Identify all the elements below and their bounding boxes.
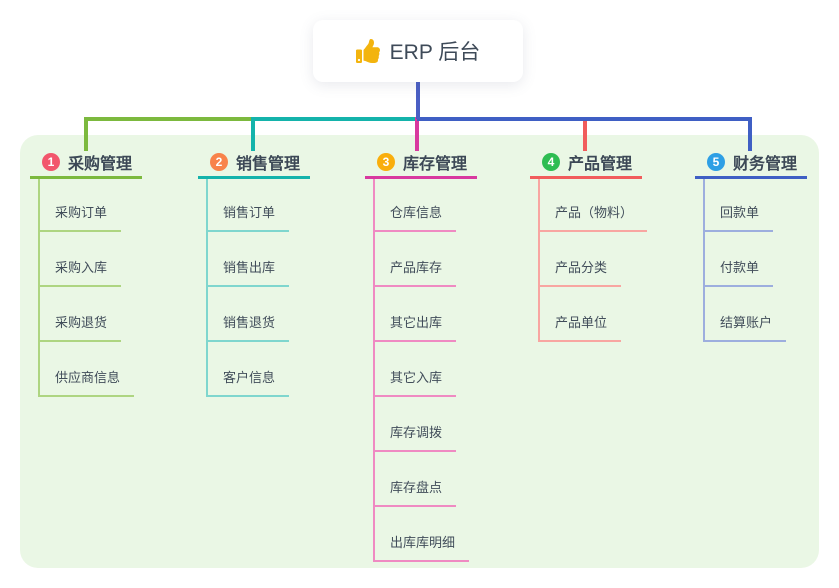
child-node[interactable]: 产品分类 <box>538 234 622 287</box>
branch-label: 产品管理 <box>568 156 633 173</box>
branch-number-badge: 4 <box>542 153 560 171</box>
child-node[interactable]: 产品库存 <box>373 234 457 287</box>
branch-number-badge: 5 <box>707 153 725 171</box>
branch-number-badge: 2 <box>210 153 228 171</box>
child-node[interactable]: 采购入库 <box>38 234 122 287</box>
child-node[interactable]: 结算账户 <box>703 289 787 342</box>
child-node[interactable]: 销售退货 <box>206 289 290 342</box>
branch-number-badge: 3 <box>377 153 395 171</box>
child-node[interactable]: 客户信息 <box>206 344 290 397</box>
branch-node-sales[interactable]: 2 销售管理 <box>198 151 311 179</box>
branch-label: 库存管理 <box>403 156 468 173</box>
child-node[interactable]: 其它入库 <box>373 344 457 397</box>
branch-node-inventory[interactable]: 3 库存管理 <box>365 151 478 179</box>
child-node[interactable]: 其它出库 <box>373 289 457 342</box>
branches-panel <box>20 135 819 568</box>
connector-segment <box>251 117 421 121</box>
branch-label: 财务管理 <box>733 156 798 173</box>
branch-label: 采购管理 <box>68 156 133 173</box>
child-node[interactable]: 销售订单 <box>206 179 290 232</box>
child-node[interactable]: 库存盘点 <box>373 454 457 507</box>
root-node[interactable]: ERP 后台 <box>313 20 523 82</box>
branch-node-purchase[interactable]: 1 采购管理 <box>30 151 143 179</box>
thumbs-up-icon <box>355 39 380 63</box>
child-node[interactable]: 采购订单 <box>38 179 122 232</box>
branch-node-product[interactable]: 4 产品管理 <box>530 151 643 179</box>
connector-segment <box>748 117 752 151</box>
connector-segment <box>84 117 88 151</box>
child-node[interactable]: 销售出库 <box>206 234 290 287</box>
connector-segment <box>417 117 752 121</box>
branch-number-badge: 1 <box>42 153 60 171</box>
root-connector-line <box>416 82 420 119</box>
connector-segment <box>583 117 587 151</box>
child-node[interactable]: 回款单 <box>703 179 774 232</box>
branch-label: 销售管理 <box>236 156 301 173</box>
child-node[interactable]: 产品（物料） <box>538 179 648 232</box>
child-node[interactable]: 库存调拨 <box>373 399 457 452</box>
child-node[interactable]: 采购退货 <box>38 289 122 342</box>
connector-segment <box>251 117 255 151</box>
child-node[interactable]: 出库库明细 <box>373 509 470 562</box>
connector-segment <box>415 117 419 151</box>
root-title: ERP 后台 <box>389 41 481 64</box>
child-node[interactable]: 供应商信息 <box>38 344 135 397</box>
branch-node-finance[interactable]: 5 财务管理 <box>695 151 808 179</box>
child-node[interactable]: 产品单位 <box>538 289 622 342</box>
child-node[interactable]: 仓库信息 <box>373 179 457 232</box>
child-node[interactable]: 付款单 <box>703 234 774 287</box>
